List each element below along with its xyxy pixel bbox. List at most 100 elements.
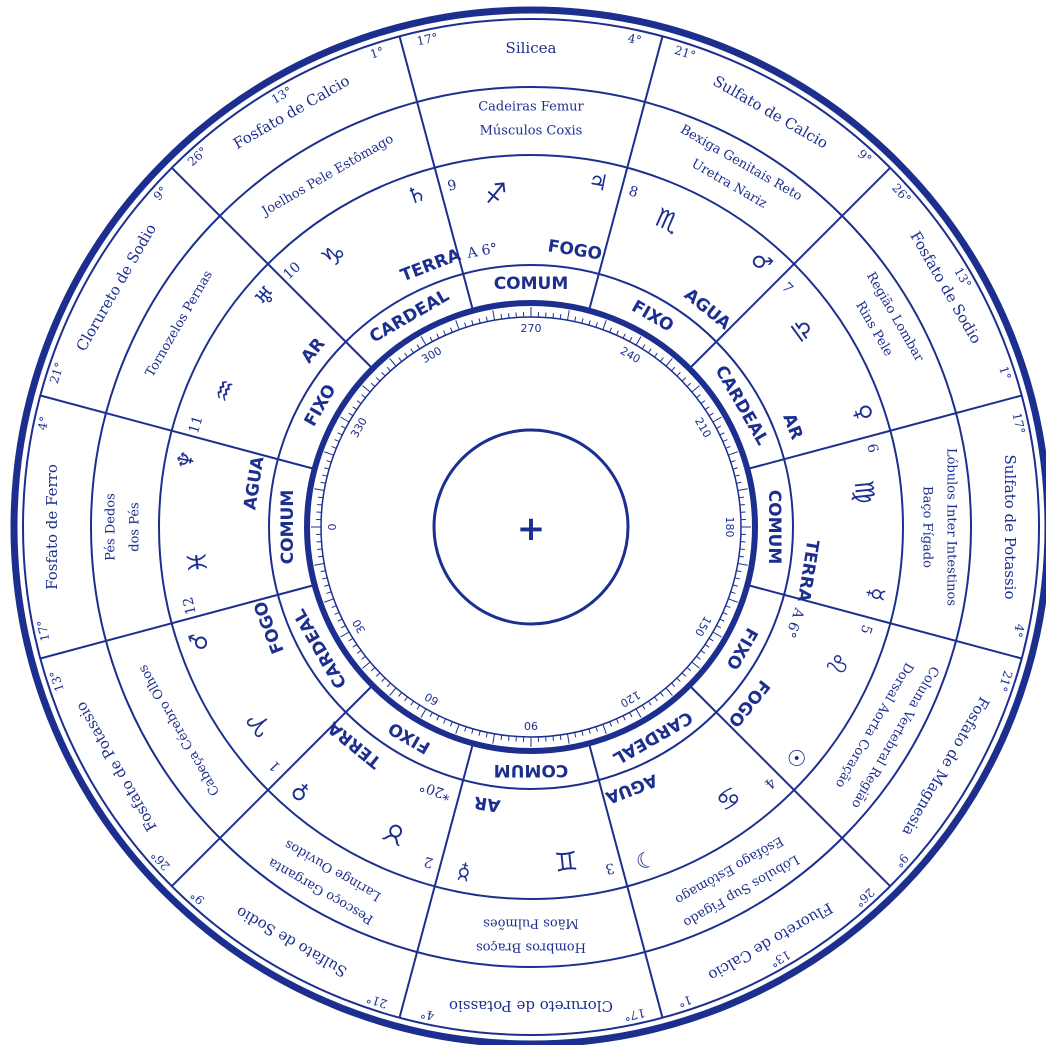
scale-tick [705,407,709,410]
scale-tick [376,673,380,676]
degree-label: 26° [889,181,914,206]
mode-label: COMUM [278,490,298,565]
element-label: FOGO [546,236,603,264]
scale-tick [387,683,390,687]
scale-tick [327,592,332,594]
house-number: 3 [604,859,616,877]
scale-tick [713,632,722,637]
scale-tick [399,692,402,696]
scale-tick [332,446,337,448]
scale-label: 180 [723,517,736,538]
sign-glyph-icon: ♎ [783,312,821,348]
scale-tick [421,336,426,345]
scale-tick [726,446,731,448]
scale-tick [332,606,337,608]
scale-tick [371,668,375,671]
scale-tick [340,632,349,637]
element-label: FOGO [724,676,774,731]
planet-glyph-icon: ♀ [287,777,316,806]
scale-tick [654,353,657,357]
scale-tick [687,383,691,386]
scale-tick [623,716,625,720]
scale-tick [390,358,396,366]
scale-tick [321,482,326,483]
element-label: AR [473,792,502,816]
scale-label: 0 [326,524,339,531]
element-label: AGUA [680,285,735,335]
scale-tick [371,383,375,386]
salt-label: Fosfato de Ferro [43,464,61,590]
scale-tick [335,440,340,442]
scale-tick [736,482,741,483]
planet-glyph-icon: ♀ [848,401,877,424]
center-cross: + [517,509,546,549]
element-label: AR [778,411,806,443]
scale-tick [642,345,645,349]
house-number: 6 [863,442,881,454]
scale-tick [740,505,745,506]
scale-tick [716,626,720,628]
house-number: 11 [186,414,207,436]
scale-tick [437,334,439,338]
scale-tick [735,578,740,579]
sign-glyph-icon: ♋ [709,779,745,817]
scale-tick [696,395,700,398]
scale-tick [421,709,426,718]
scale-tick [603,724,606,733]
scale-tick [324,452,333,455]
scale-tick [733,468,738,469]
element-label: AR [297,334,329,367]
scale-tick [682,673,686,676]
scale-tick [709,638,713,641]
scale-tick [654,697,657,701]
element-label: TERRA [793,538,823,604]
scale-tick [733,585,738,586]
scale-tick [728,452,737,455]
degree-label: 26° [185,144,210,169]
scale-tick [630,712,632,716]
scale-label: 90 [524,719,538,732]
sign-glyph-icon: ♑ [316,237,352,275]
extra-degree-label: A 6° [781,605,807,640]
planet-glyph-icon: ☉ [780,741,812,772]
scale-tick [720,619,724,621]
body-label: Hombros Braços [476,940,586,955]
element-label: AGUA [602,769,660,807]
scale-label: 270 [521,322,542,335]
scale-tick [411,701,414,705]
salt-label: Sulfato de Potassio [1001,454,1019,599]
scale-tick [735,475,740,476]
scale-tick [709,413,713,416]
scale-tick [465,727,467,732]
salt-label: Fosfato de Sodio [906,228,985,347]
sign-glyph-icon: ♍ [848,479,880,505]
scale-tick [387,367,390,371]
scale-tick [567,734,569,744]
scale-tick [666,688,672,696]
scale-tick [362,386,370,392]
scale-tick [357,650,361,653]
scale-tick [596,323,598,328]
scale-tick [616,331,618,336]
scale-tick [636,336,641,345]
scale-tick [321,571,326,572]
scale-tick [731,592,736,594]
scale-tick [314,563,324,565]
planet-glyph-icon: ♄ [403,181,430,211]
degree-label: 17° [34,619,52,643]
scale-tick [501,314,502,319]
scale-tick [575,732,576,737]
scale-tick [324,585,329,586]
scale-tick [341,426,345,428]
scale-tick [692,662,700,668]
scale-tick [318,556,323,557]
body-label: Baço Fígado [920,486,935,568]
house-number: 4 [761,774,778,792]
scale-tick [660,358,663,362]
house-number: 7 [778,280,796,297]
scale-tick [399,358,402,362]
scale-tick [553,313,554,318]
scale-tick [430,337,432,341]
sign-glyph-icon: ♏ [650,203,683,240]
